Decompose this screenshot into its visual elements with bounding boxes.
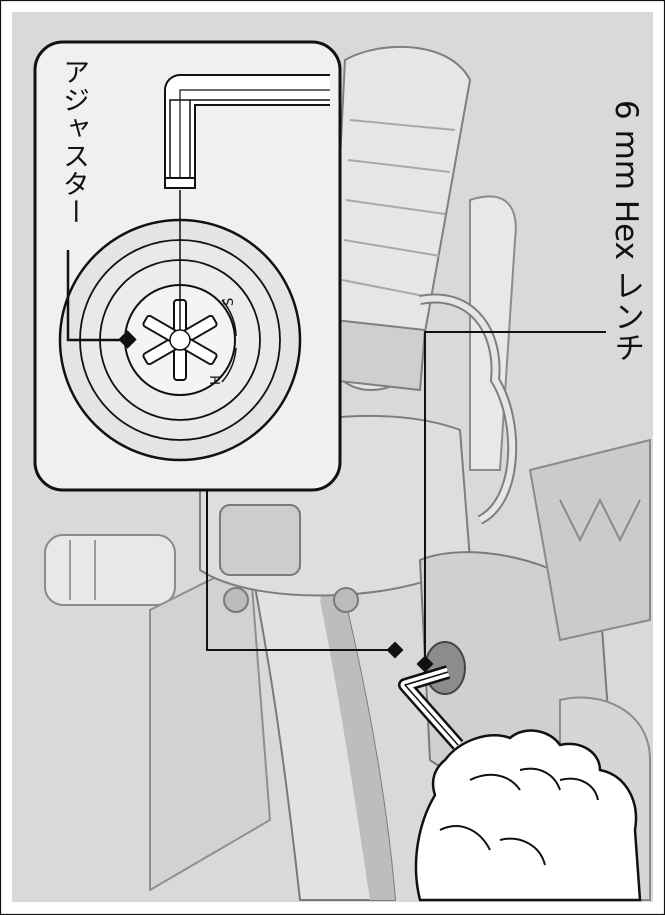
- wrench-label: 6 mm Hex レンチ: [608, 100, 644, 363]
- adjuster-label: アジャスター: [58, 58, 89, 226]
- brake-hose-inner: [419, 295, 516, 523]
- leader-line-wrench: [424, 331, 606, 664]
- bolt: [333, 587, 359, 613]
- leader-line-adjuster: [66, 250, 128, 342]
- right-bracket: [528, 438, 651, 642]
- grip-collar: [328, 318, 427, 392]
- dial-mark-hard: H: [209, 375, 224, 385]
- hand-icon: [414, 729, 642, 902]
- right-bracket-teeth: [559, 497, 641, 543]
- hex-wrench-icon: [398, 665, 464, 750]
- hex-wrench-icon: [164, 74, 330, 189]
- adjuster-dial-icon: [58, 218, 302, 462]
- leader-marker: [416, 655, 434, 673]
- leader-marker: [386, 641, 404, 659]
- grip-ribs: [341, 119, 456, 299]
- fork-tube-shadow: [320, 560, 395, 900]
- bolt: [223, 587, 249, 613]
- leader-marker: [118, 330, 137, 349]
- dial-mark-soft: S: [222, 298, 237, 306]
- bar-end: [44, 534, 176, 606]
- switch-block: [219, 504, 301, 576]
- leader-line-callout: [206, 490, 395, 651]
